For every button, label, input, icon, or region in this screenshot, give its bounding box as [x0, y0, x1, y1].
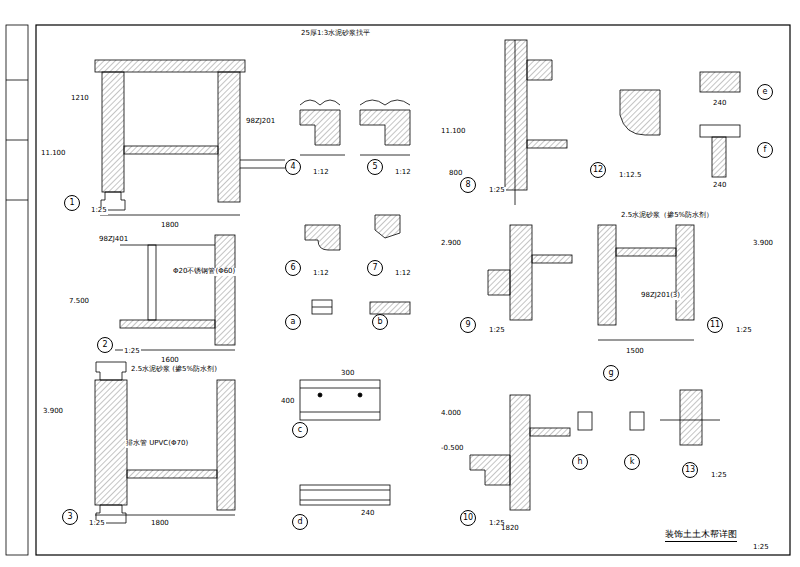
dimension-label: 11.100: [40, 150, 67, 158]
callout-number: 1: [69, 199, 74, 207]
dimension-label: 2.5水泥砂浆（掺5%防水剂）: [620, 212, 714, 220]
detail-index-circle: f: [757, 142, 773, 158]
dimension-label: 3.900: [752, 240, 774, 248]
dimension-label: 1:12: [394, 270, 412, 278]
detail-index-circle: h: [572, 454, 588, 470]
detail-index-circle: 5: [367, 159, 383, 175]
dimension-label: 3.900: [42, 408, 64, 416]
dimension-label: 1800: [150, 520, 170, 528]
dimension-label: 1500: [625, 348, 645, 356]
dimension-label: 1:25: [488, 187, 506, 195]
dimension-label: 1:25: [90, 207, 108, 215]
dimension-label: 400: [280, 398, 295, 406]
callout-number: e: [763, 88, 768, 96]
dimension-label: 98ZJ201: [245, 118, 276, 126]
dimension-label: 1:25: [710, 472, 728, 480]
callout-number: 10: [463, 514, 473, 522]
dimension-label: 240: [712, 100, 727, 108]
callout-number: 7: [372, 264, 377, 272]
dimension-label: 98ZJ201(3): [640, 292, 681, 300]
detail-index-circle: g: [603, 365, 619, 381]
detail-index-circle: d: [292, 514, 308, 530]
dimension-label: 1:12: [312, 270, 330, 278]
detail-index-circle: k: [624, 454, 640, 470]
detail-index-circle: 12: [590, 162, 606, 178]
dimension-label: 1:25: [88, 520, 106, 528]
dimension-label: -0.500: [440, 445, 465, 453]
callout-number: 12: [593, 166, 603, 174]
drawing-title: 装饰土土木帮详图: [665, 528, 737, 542]
dimension-label: 1:12.5: [618, 172, 642, 180]
callout-number: 8: [465, 181, 470, 189]
dimension-label: 7.500: [68, 298, 90, 306]
detail-index-circle: e: [757, 84, 773, 100]
dimension-label: 1600: [160, 357, 180, 365]
callout-number: 6: [290, 264, 295, 272]
detail-index-circle: 13: [682, 462, 698, 478]
callout-number: h: [577, 458, 582, 466]
callout-number: c: [298, 426, 302, 434]
callout-number: f: [764, 146, 767, 154]
dimension-label: Φ20不锈钢管(Φ60): [172, 268, 236, 276]
dimension-label: 300: [340, 370, 355, 378]
dimension-label: 1:25: [735, 327, 753, 335]
detail-index-circle: 4: [285, 159, 301, 175]
dimension-label: 1:25: [488, 327, 506, 335]
dimension-label: 1210: [70, 95, 90, 103]
dimension-label: 2.5水泥砂浆 (掺5%防水剂): [130, 366, 218, 374]
callout-number: 5: [372, 163, 377, 171]
detail-index-circle: a: [285, 314, 301, 330]
detail-index-circle: 9: [460, 317, 476, 333]
dimension-label: 排水管 UPVC(Φ70): [125, 440, 189, 448]
dimension-label: 2.900: [440, 240, 462, 248]
detail-index-circle: 8: [460, 177, 476, 193]
dimension-label: 1:12: [394, 169, 412, 177]
detail-index-circle: 1: [64, 195, 80, 211]
dimension-label: 1:25: [752, 544, 770, 552]
detail-index-circle: b: [372, 314, 388, 330]
dimension-label: 11.100: [440, 128, 467, 136]
detail-index-circle: 6: [285, 260, 301, 276]
callout-number: 3: [67, 513, 72, 521]
dimension-label: 4.000: [440, 410, 462, 418]
detail-index-circle: 2: [97, 337, 113, 353]
callout-number: k: [630, 458, 635, 466]
dimension-label: 1820: [500, 525, 520, 533]
callout-number: 4: [290, 163, 295, 171]
detail-index-circle: c: [292, 422, 308, 438]
callout-number: g: [608, 369, 613, 377]
dimension-label: 240: [360, 510, 375, 518]
detail-index-circle: 3: [62, 509, 78, 525]
dimension-label: 800: [448, 170, 463, 178]
dimension-label: 25厚1:3水泥砂浆找平: [300, 30, 371, 38]
callout-number: d: [297, 518, 302, 526]
callout-number: b: [377, 318, 382, 326]
detail-index-circle: 7: [367, 260, 383, 276]
callout-number: 9: [465, 321, 470, 329]
dimension-label: 1800: [160, 222, 180, 230]
callout-number: a: [291, 318, 296, 326]
callout-number: 11: [710, 321, 720, 329]
dimension-label: 1:12: [312, 169, 330, 177]
detail-index-circle: 10: [460, 510, 476, 526]
detail-index-circle: 11: [707, 317, 723, 333]
callout-number: 2: [102, 341, 107, 349]
dimension-label: 98ZJ401: [98, 236, 129, 244]
callout-number: 13: [685, 466, 695, 474]
dimension-label: 1:25: [123, 348, 141, 356]
dimension-label: 240: [712, 182, 727, 190]
